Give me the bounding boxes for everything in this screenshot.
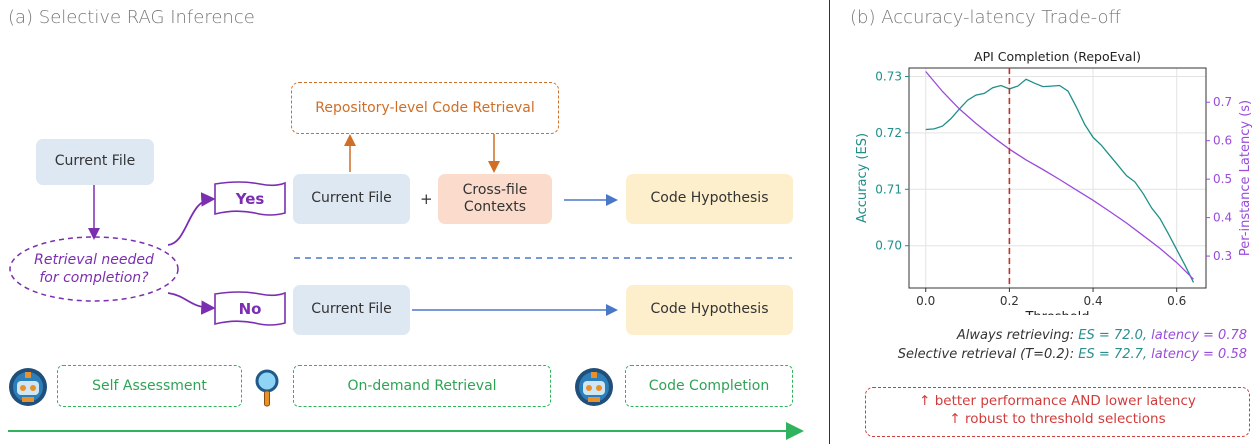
note-always-latency: latency = 0.78 [1151, 328, 1247, 343]
chart-title: API Completion (RepoEval) [974, 49, 1141, 64]
no-code-hypothesis: Code Hypothesis [626, 285, 793, 335]
y2-tick-label: 0.6 [1213, 134, 1232, 148]
note-always-retrieving: Always retrieving: ES = 72.0, latency = … [957, 328, 1247, 343]
cross-file-line-2: Contexts [463, 199, 527, 215]
yes-current-file: Current File [293, 174, 410, 224]
note-selective-es: ES = 72.7, [1078, 347, 1147, 362]
callout-line-1: ↑ better performance AND lower latency [919, 393, 1196, 409]
decision-label: Retrieval needed for completion? [14, 251, 174, 287]
y-axis-label: Accuracy (ES) [855, 133, 870, 223]
decision-line-1: Retrieval needed [34, 252, 154, 268]
right-panel-title: (b) Accuracy-latency Trade-off [850, 7, 1121, 28]
decision-ellipse [9, 236, 179, 302]
cross-file-contexts: Cross-file Contexts [438, 174, 552, 224]
left-panel-title: (a) Selective RAG Inference [8, 7, 255, 28]
x-axis-label: Threshold [1024, 310, 1089, 315]
stage-code-completion: Code Completion [625, 365, 793, 407]
note-always-es: ES = 72.0, [1078, 328, 1147, 343]
latency-series-line [925, 71, 1194, 280]
decision-line-2: for completion? [39, 270, 149, 287]
accuracy-series-line [925, 78, 1195, 283]
yes-code-hypothesis: Code Hypothesis [626, 174, 793, 224]
robot-icon [575, 368, 613, 406]
note-selective-retrieval: Selective retrieval (T=0.2): ES = 72.7, … [898, 347, 1247, 362]
y2-tick-label: 0.7 [1213, 95, 1232, 109]
y2-tick-label: 0.3 [1213, 249, 1232, 263]
plus-sign: + [420, 190, 433, 208]
note-selective-label: Selective retrieval (T=0.2): [897, 347, 1075, 362]
note-selective-latency: latency = 0.58 [1151, 347, 1247, 362]
yes-tag-shape [214, 181, 286, 216]
yes-tag: Yes [235, 190, 265, 208]
y2-tick-label: 0.5 [1213, 172, 1232, 186]
flow-connectors [8, 134, 804, 440]
stage-self-assessment: Self Assessment [57, 365, 242, 407]
x-tick-label: 0.6 [1167, 294, 1186, 308]
no-tag: No [238, 300, 262, 318]
no-current-file: Current File [293, 285, 410, 335]
panel-divider [829, 0, 830, 444]
y-tick-label: 0.70 [875, 239, 902, 253]
cross-file-line-1: Cross-file [462, 181, 528, 198]
current-file-input: Current File [36, 139, 154, 185]
yes-branch [167, 192, 216, 246]
y2-axis-label: Per-instance Latency (s) [1238, 100, 1253, 256]
repository-retrieval-box: Repository-level Code Retrieval [291, 82, 559, 134]
y-tick-label: 0.71 [875, 182, 902, 196]
magnifier-icon [255, 369, 279, 407]
robot-icon [9, 368, 47, 406]
stage-on-demand-retrieval: On-demand Retrieval [293, 365, 551, 407]
y-tick-label: 0.73 [875, 69, 902, 83]
y2-tick-label: 0.4 [1213, 211, 1232, 225]
no-tag-shape [214, 291, 286, 326]
conclusion-callout: ↑ better performance AND lower latency ↑… [865, 387, 1250, 437]
x-tick-label: 0.4 [1084, 294, 1103, 308]
accuracy-latency-chart: 0.0 0.2 0.4 0.6 0.70 0.71 0.72 0.73 0.3 0.4 0.5 0.6… [855, 49, 1253, 315]
no-branch [167, 292, 216, 315]
y-tick-label: 0.72 [875, 126, 902, 140]
x-tick-label: 0.2 [1000, 294, 1019, 308]
note-always-label: Always retrieving: [956, 328, 1075, 343]
plot-frame [908, 67, 1207, 289]
callout-line-2: ↑ robust to threshold selections [949, 411, 1166, 428]
x-tick-label: 0.0 [916, 294, 935, 308]
